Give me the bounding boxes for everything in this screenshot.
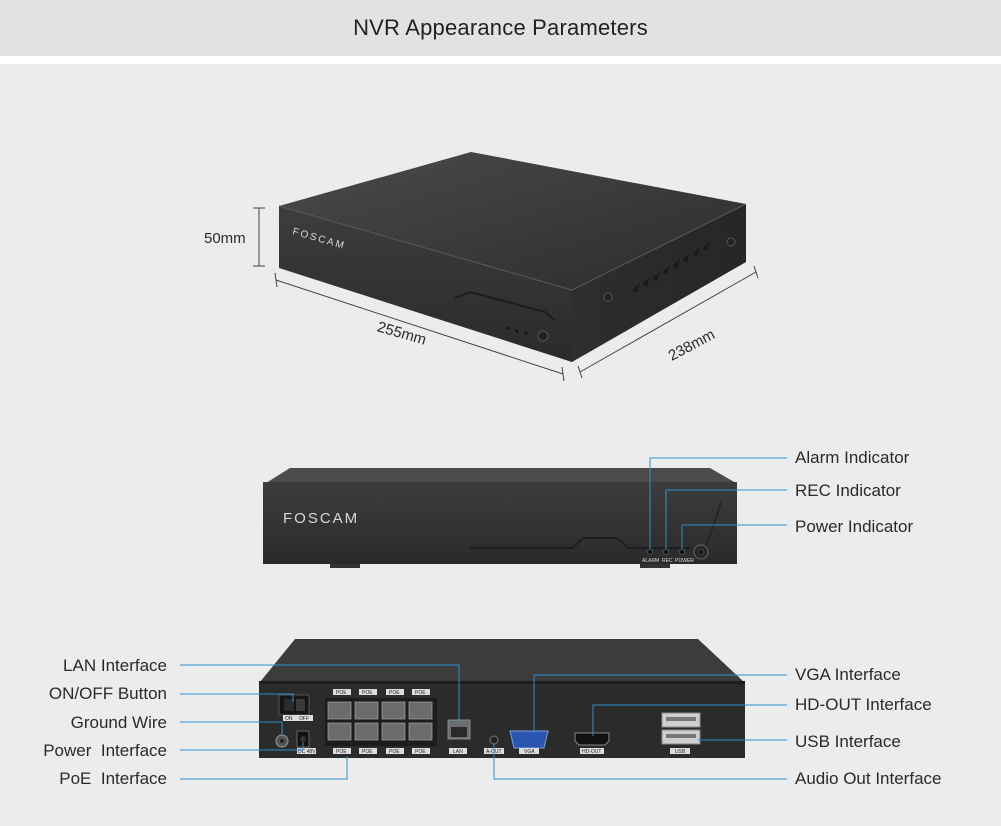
poe-port <box>381 722 406 741</box>
front-brand-logo: FOSCAM <box>283 510 359 527</box>
page-title: NVR Appearance Parameters <box>353 15 648 40</box>
alarm-led-label: ALARM <box>642 558 659 564</box>
poe-label: POE <box>415 690 426 696</box>
poe-port <box>381 701 406 720</box>
iso-top-face <box>279 152 746 290</box>
poe-label: POE <box>389 749 400 755</box>
hdmi-port <box>574 732 610 746</box>
iso-side-screw <box>726 237 736 247</box>
header-bar: NVR Appearance Parameters <box>0 0 1001 56</box>
iso-side-face <box>572 204 746 362</box>
power-led-label: POWER <box>675 558 694 564</box>
poe-label: POE <box>389 690 400 696</box>
hdout-label: HD-OUT <box>582 749 601 755</box>
poe-port <box>354 722 379 741</box>
iso-vent-slots <box>632 241 710 293</box>
poe-port-block: POE POE POE POE POE POE POE POE <box>325 689 437 755</box>
vga-interface-label: VGA Interface <box>795 665 901 684</box>
height-dimension-label: 50mm <box>204 230 246 247</box>
usb-label: USB <box>675 749 686 755</box>
rear-callout-lines <box>180 664 787 780</box>
poe-port <box>327 701 352 720</box>
audio-out-interface-label: Audio Out Interface <box>795 769 941 788</box>
poe-label: POE <box>336 749 347 755</box>
front-top-strip <box>266 468 736 483</box>
header-divider <box>0 56 1001 64</box>
lan-label: LAN <box>453 749 463 755</box>
poe-port <box>408 722 433 741</box>
power-interface-label: Power Interface <box>43 741 167 760</box>
isometric-view: FOSCAM 50mm 255mm <box>204 152 759 382</box>
power-indicator-label: Power Indicator <box>795 517 913 536</box>
iso-power-button <box>537 330 549 342</box>
poe-port <box>327 722 352 741</box>
dimension-lines <box>253 207 759 382</box>
vga-port <box>509 730 549 749</box>
switch-on-label: ON <box>285 716 293 722</box>
hdout-interface-label: HD-OUT Interface <box>795 695 932 714</box>
alarm-indicator-label: Alarm Indicator <box>795 448 910 467</box>
dc-label: DC 48V <box>298 749 316 755</box>
usb-interface-label: USB Interface <box>795 732 901 751</box>
alarm-led <box>647 549 653 555</box>
audio-out-jack <box>489 735 499 745</box>
rec-indicator-label: REC Indicator <box>795 481 901 500</box>
poe-interface-label: PoE Interface <box>59 769 167 788</box>
on-off-button-label: ON/OFF Button <box>49 684 167 703</box>
ground-wire-label: Ground Wire <box>71 713 167 732</box>
rec-led <box>663 549 669 555</box>
depth-dimension-label: 238mm <box>666 326 718 364</box>
width-dimension-label: 255mm <box>375 319 428 349</box>
poe-label: POE <box>336 690 347 696</box>
iso-side-screw <box>603 292 613 302</box>
switch-off-label: OFF <box>299 716 309 722</box>
poe-label: POE <box>362 690 373 696</box>
iso-front-face <box>279 206 572 362</box>
front-panel <box>263 482 737 564</box>
vga-label: VGA <box>524 749 535 755</box>
poe-label: POE <box>415 749 426 755</box>
front-view: FOSCAM ALARM REC POWER Alarm Indicator R… <box>263 448 913 568</box>
poe-port <box>408 701 433 720</box>
power-led <box>679 549 685 555</box>
front-callout-lines <box>649 457 787 549</box>
poe-port <box>354 701 379 720</box>
rear-view: ON OFF DC 48V POE POE POE POE <box>43 639 941 788</box>
rear-top-face <box>260 639 744 682</box>
rec-led-label: REC <box>662 558 673 564</box>
lan-interface-label: LAN Interface <box>63 656 167 675</box>
poe-label: POE <box>362 749 373 755</box>
